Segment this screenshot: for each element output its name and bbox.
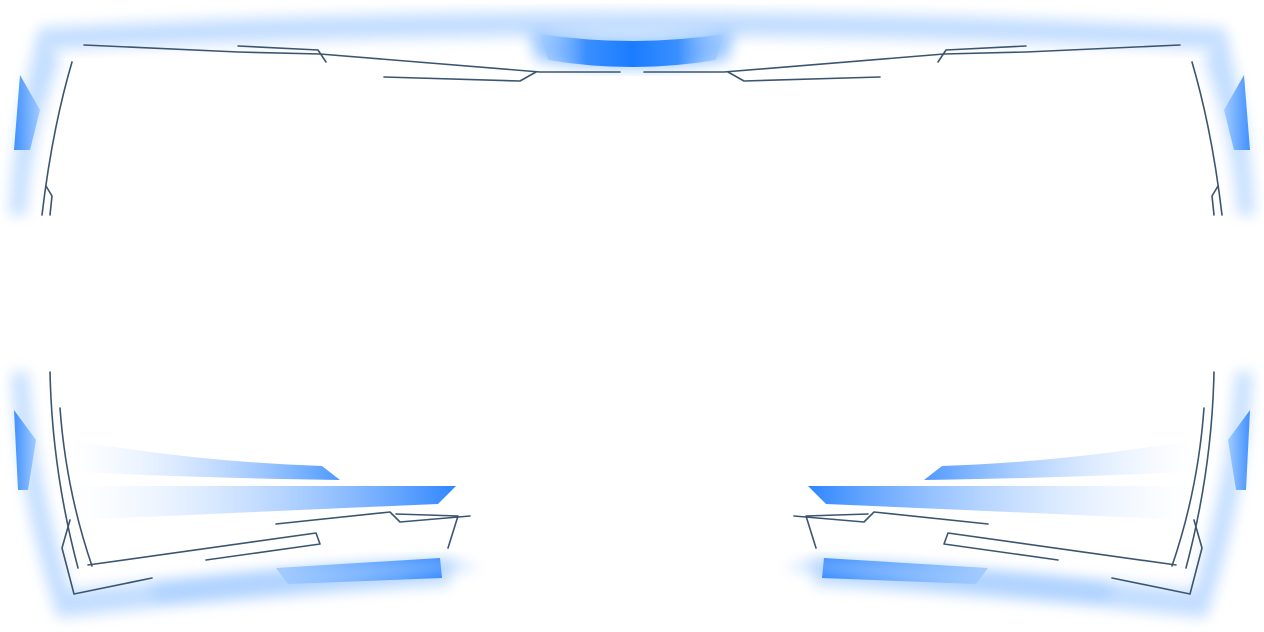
left-lower-bracket xyxy=(14,371,321,595)
right-lower-bracket xyxy=(943,371,1250,595)
left-upper-bracket xyxy=(14,61,73,216)
right-wing-panel-icon xyxy=(784,440,1194,600)
outer-glow xyxy=(10,11,1254,618)
left-wing-panel-icon xyxy=(70,440,480,600)
right-upper-bracket xyxy=(1191,61,1250,216)
top-center-cap-icon xyxy=(530,30,734,68)
top-linework xyxy=(83,44,1181,82)
